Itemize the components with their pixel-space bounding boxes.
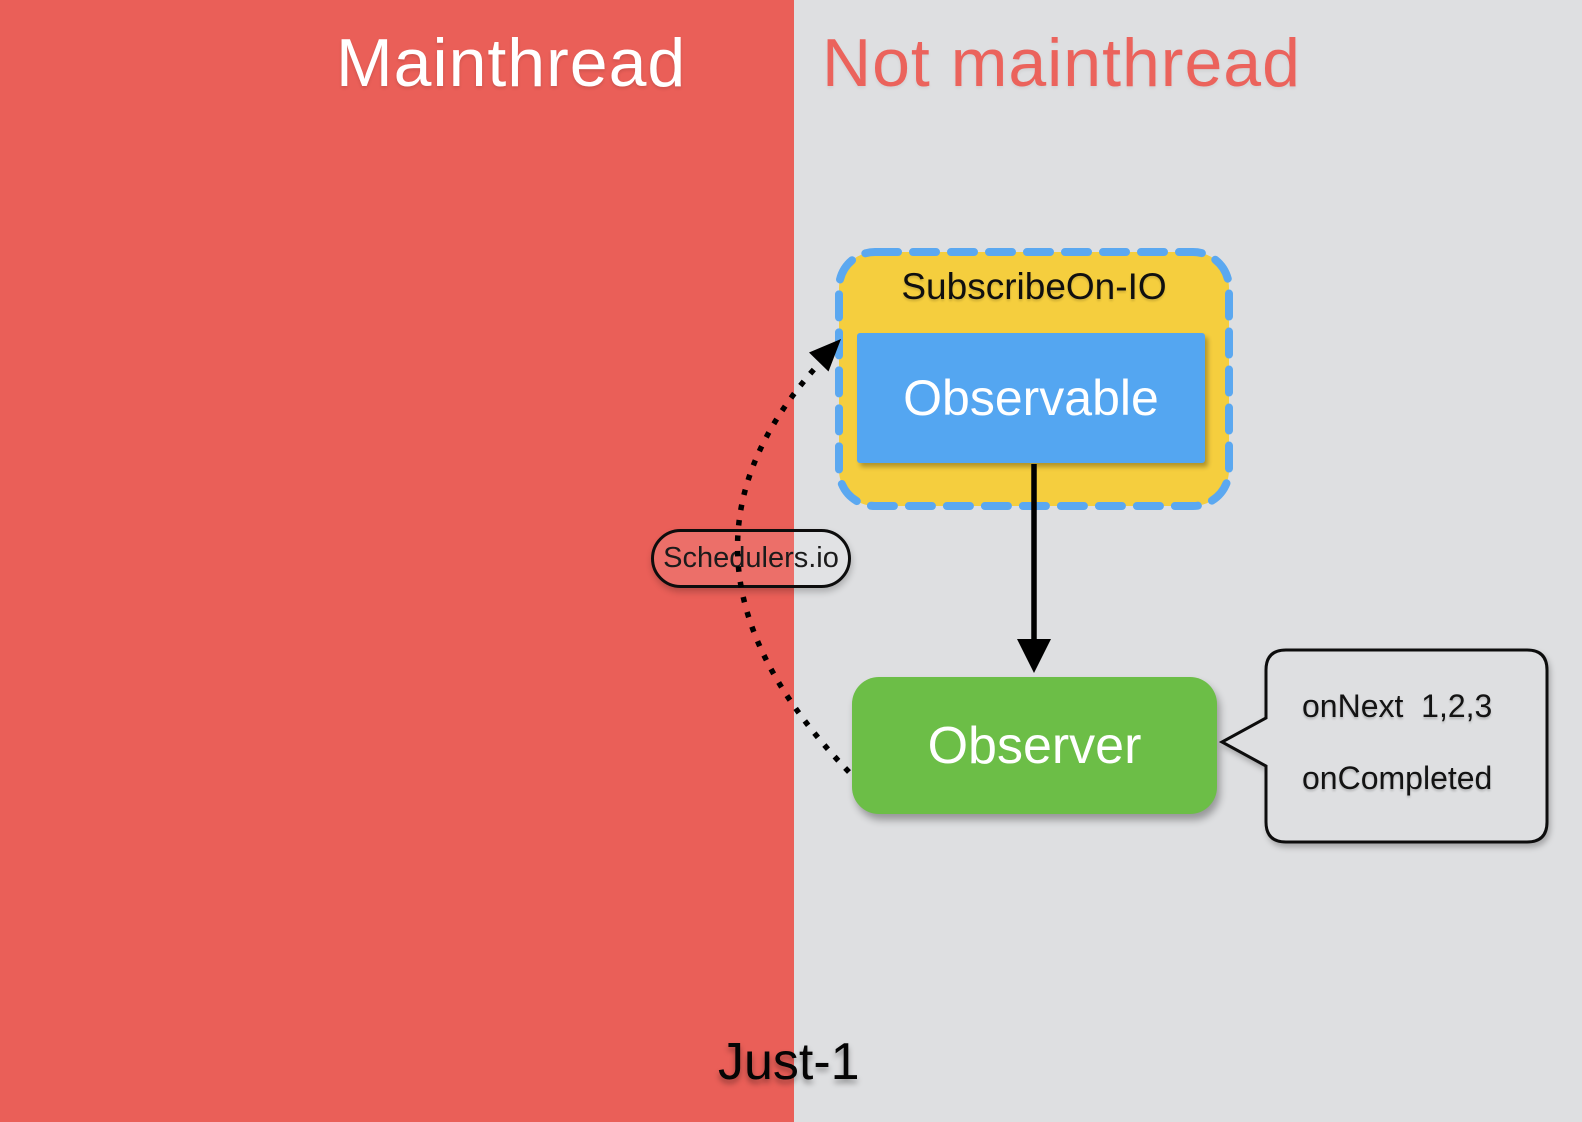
callout-onnext-text: onNext 1,2,3 bbox=[1302, 688, 1493, 724]
mainthread-title: Mainthread bbox=[336, 25, 687, 101]
not-mainthread-title: Not mainthread bbox=[822, 25, 1301, 101]
callout-speech-bubble bbox=[1218, 648, 1549, 844]
subscribe-on-group-title: SubscribeOn-IO bbox=[901, 266, 1167, 307]
just-1-caption: Just-1 bbox=[718, 1033, 860, 1091]
callout-oncompleted-text: onCompleted bbox=[1302, 760, 1493, 796]
observable-box: Observable bbox=[857, 333, 1205, 463]
schedulers-io-pill: Schedulers.io bbox=[651, 529, 851, 588]
observable-label: Observable bbox=[903, 370, 1159, 426]
observer-label: Observer bbox=[927, 716, 1142, 775]
observer-box: Observer bbox=[852, 677, 1217, 814]
emit-arrow-arrowhead-icon bbox=[1017, 639, 1051, 673]
subscribe-curve-arrowhead-icon bbox=[809, 339, 841, 372]
schedulers-io-label: Schedulers.io bbox=[663, 542, 839, 574]
